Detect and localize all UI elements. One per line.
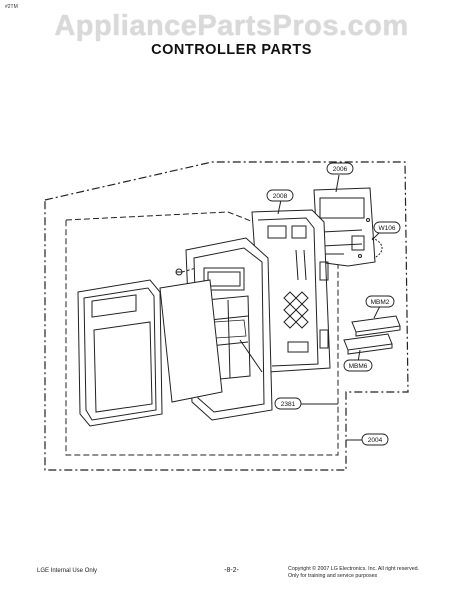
module-mbm6 xyxy=(343,333,393,355)
footer-copyright-line2: Only for training and service purposes xyxy=(288,572,378,579)
screw xyxy=(175,267,197,276)
page-title: CONTROLLER PARTS xyxy=(151,42,312,58)
callout-2004-label: 2004 xyxy=(368,437,383,444)
watermark: AppliancePartsPros.com xyxy=(54,10,409,42)
membrane-sheet xyxy=(159,279,223,403)
callout-mbm6: MBM6 xyxy=(343,359,373,372)
callout-mbm2: MBM2 xyxy=(365,295,395,308)
callout-mbm2-label: MBM2 xyxy=(371,299,390,306)
front-panel xyxy=(77,279,163,427)
corner-tag: #2TM xyxy=(5,4,18,10)
inner-boundary-2381 xyxy=(65,211,339,456)
callout-2008-label: 2008 xyxy=(273,193,288,200)
callout-2006: 2006 xyxy=(326,162,354,175)
callout-2006-label: 2006 xyxy=(333,166,348,173)
footer-copyright-line1: Copyright © 2007 LG Electronics. Inc. Al… xyxy=(288,566,420,572)
callout-2008: 2008 xyxy=(266,189,294,202)
footer-copyright: Copyright © 2007 LG Electronics. Inc. Al… xyxy=(288,566,419,579)
pcb-2006 xyxy=(313,187,376,267)
callout-2381: 2381 xyxy=(274,397,302,410)
footer-page-number: -8-2- xyxy=(224,567,239,574)
callout-2004: 2004 xyxy=(361,433,389,446)
callout-mbm6-label: MBM6 xyxy=(349,363,368,370)
bracket-2008 xyxy=(251,209,331,373)
footer-internal-use: LGE Internal Use Only xyxy=(37,568,98,574)
wire-w106 xyxy=(371,237,383,259)
outer-boundary-2004 xyxy=(44,161,409,471)
callout-w106-label: W106 xyxy=(379,225,396,232)
callout-2381-label: 2381 xyxy=(281,401,296,408)
module-mbm2 xyxy=(351,315,401,337)
callout-w106: W106 xyxy=(373,221,401,234)
